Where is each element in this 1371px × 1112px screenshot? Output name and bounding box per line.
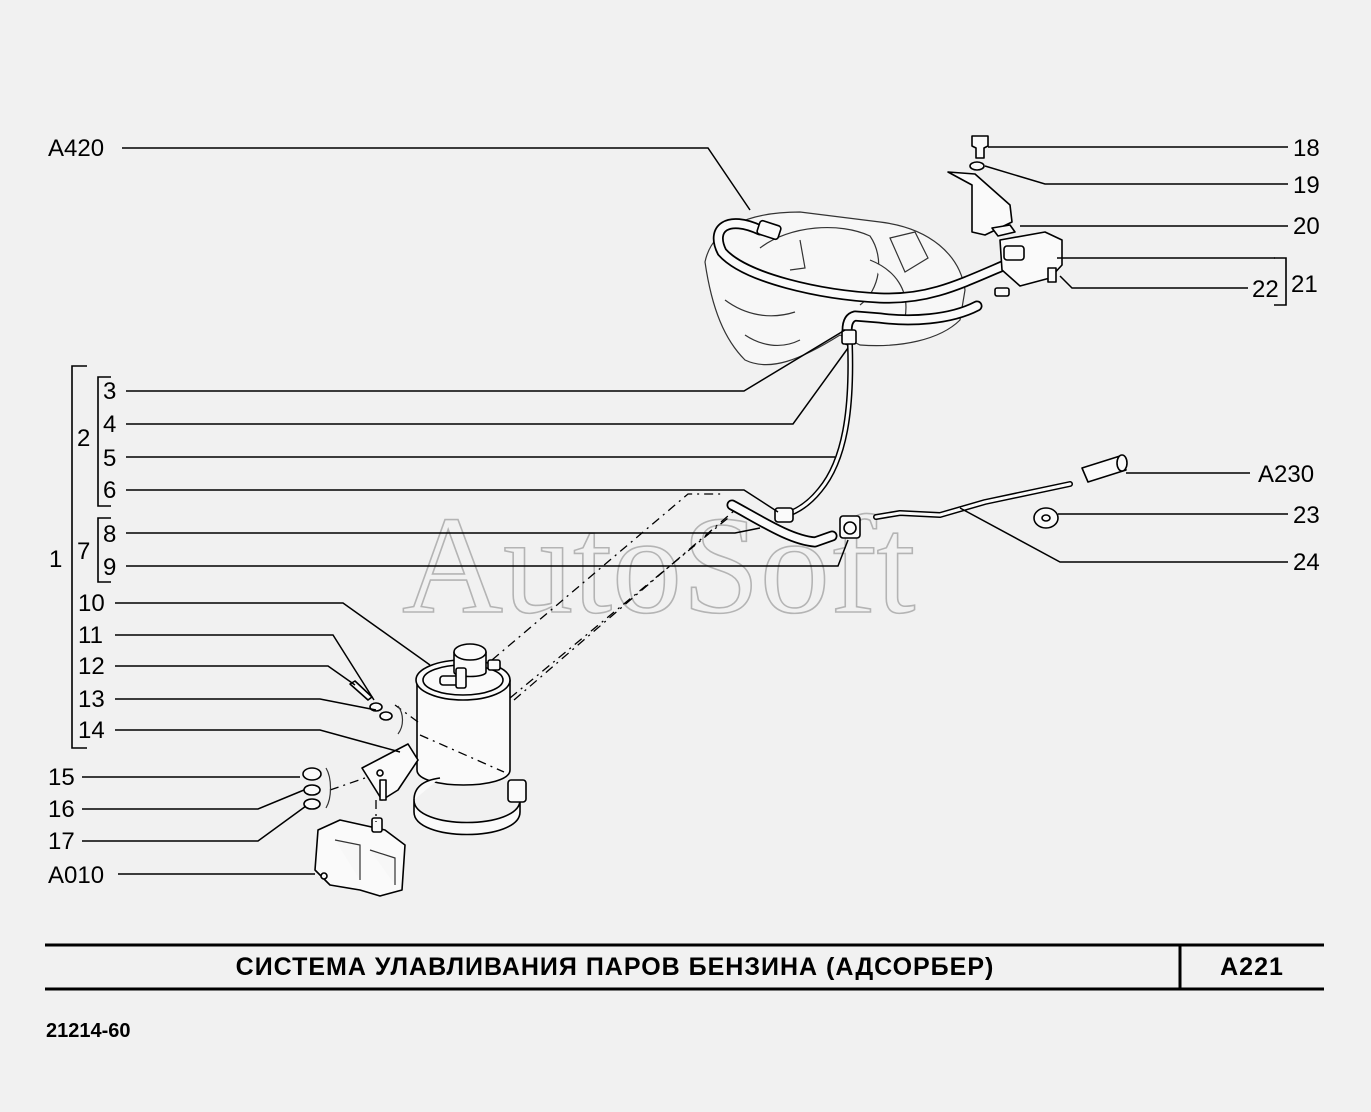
tube-parts [1033,454,1128,529]
label-1: 1 [49,546,62,573]
label-17: 17 [48,828,75,855]
leader-lines [82,146,1288,875]
part-labels: A420 1 2 3 4 5 6 7 8 9 10 11 12 13 14 15… [48,135,1320,889]
label-16: 16 [48,796,75,823]
hoses [712,218,1073,548]
label-8: 8 [103,521,116,548]
label-5: 5 [103,445,116,472]
label-18: 18 [1293,135,1320,162]
label-19: 19 [1293,172,1320,199]
label-11: 11 [78,622,103,649]
label-13: 13 [78,686,105,713]
clamp-band [361,743,527,836]
label-21: 21 [1291,271,1318,298]
label-22: 22 [1252,276,1279,303]
diagram-title: СИСТЕМА УЛАВЛИВАНИЯ ПАРОВ БЕНЗИНА (АДСОР… [236,953,995,981]
label-3: 3 [103,378,116,405]
label-2: 2 [77,425,90,452]
label-12: 12 [78,653,105,680]
label-a420: A420 [48,135,104,162]
label-6: 6 [103,477,116,504]
label-14: 14 [78,717,105,744]
label-9: 9 [103,554,116,581]
assembly-lines [325,493,736,822]
title-block: СИСТЕМА УЛАВЛИВАНИЯ ПАРОВ БЕНЗИНА (АДСОР… [45,943,1324,991]
label-24: 24 [1293,549,1320,576]
adsorber-canister [415,643,511,786]
label-4: 4 [103,411,116,438]
valve-bracket-assembly [947,135,1063,287]
label-23: 23 [1293,502,1320,529]
label-7: 7 [77,538,90,565]
mount-bracket [302,680,406,897]
model-code: 21214-60 [46,1020,131,1042]
label-20: 20 [1293,213,1320,240]
label-a230: A230 [1258,461,1314,488]
diagram-code: A221 [1220,953,1284,981]
label-15: 15 [48,764,75,791]
label-a010: A010 [48,862,104,889]
group-brackets [71,257,1287,749]
label-10: 10 [78,590,105,617]
fittings [756,219,1010,539]
